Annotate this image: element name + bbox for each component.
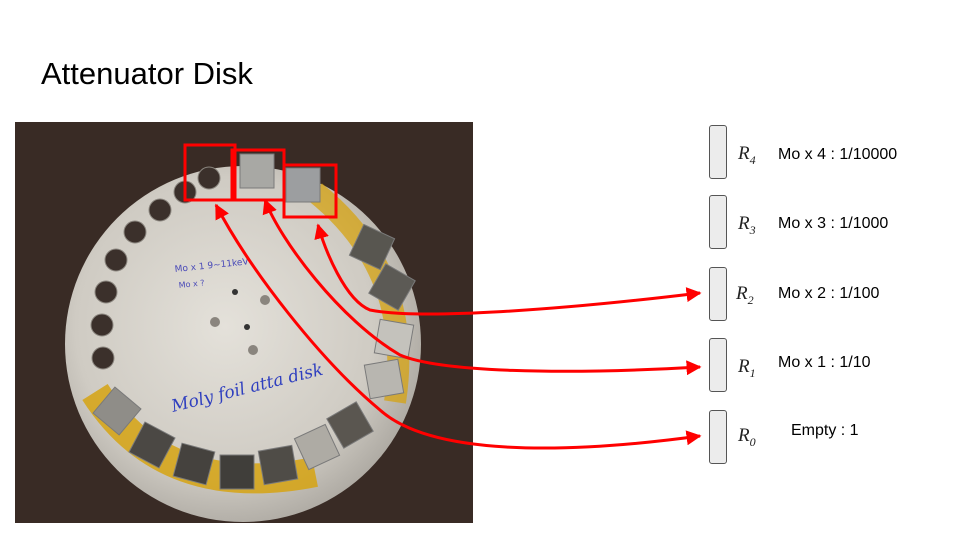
label-r3: R3 bbox=[738, 213, 756, 237]
slot-r0 bbox=[709, 410, 727, 464]
label-r1: R1 bbox=[738, 356, 756, 380]
desc-r4: Mo x 4 : 1/10000 bbox=[778, 146, 898, 163]
desc-r1: Mo x 1 : 1/10 bbox=[778, 354, 871, 371]
attenuator-disk-photo: Mo x 1 9~11keV Mo x ? Moly foil atta dis… bbox=[15, 122, 473, 523]
handwriting-line-2: Mo x ? bbox=[178, 278, 205, 290]
label-r0: R0 bbox=[738, 425, 756, 449]
desc-r0: Empty : 1 bbox=[791, 422, 859, 439]
slot-r3 bbox=[709, 195, 727, 249]
desc-r2: Mo x 2 : 1/100 bbox=[778, 285, 880, 302]
desc-r3: Mo x 3 : 1/1000 bbox=[778, 215, 889, 232]
label-r4: R4 bbox=[738, 143, 756, 167]
slot-r1 bbox=[709, 338, 727, 392]
slot-r4 bbox=[709, 125, 727, 179]
slot-r2 bbox=[709, 267, 727, 321]
slide-title: Attenuator Disk bbox=[41, 56, 253, 91]
label-r2: R2 bbox=[736, 283, 754, 307]
